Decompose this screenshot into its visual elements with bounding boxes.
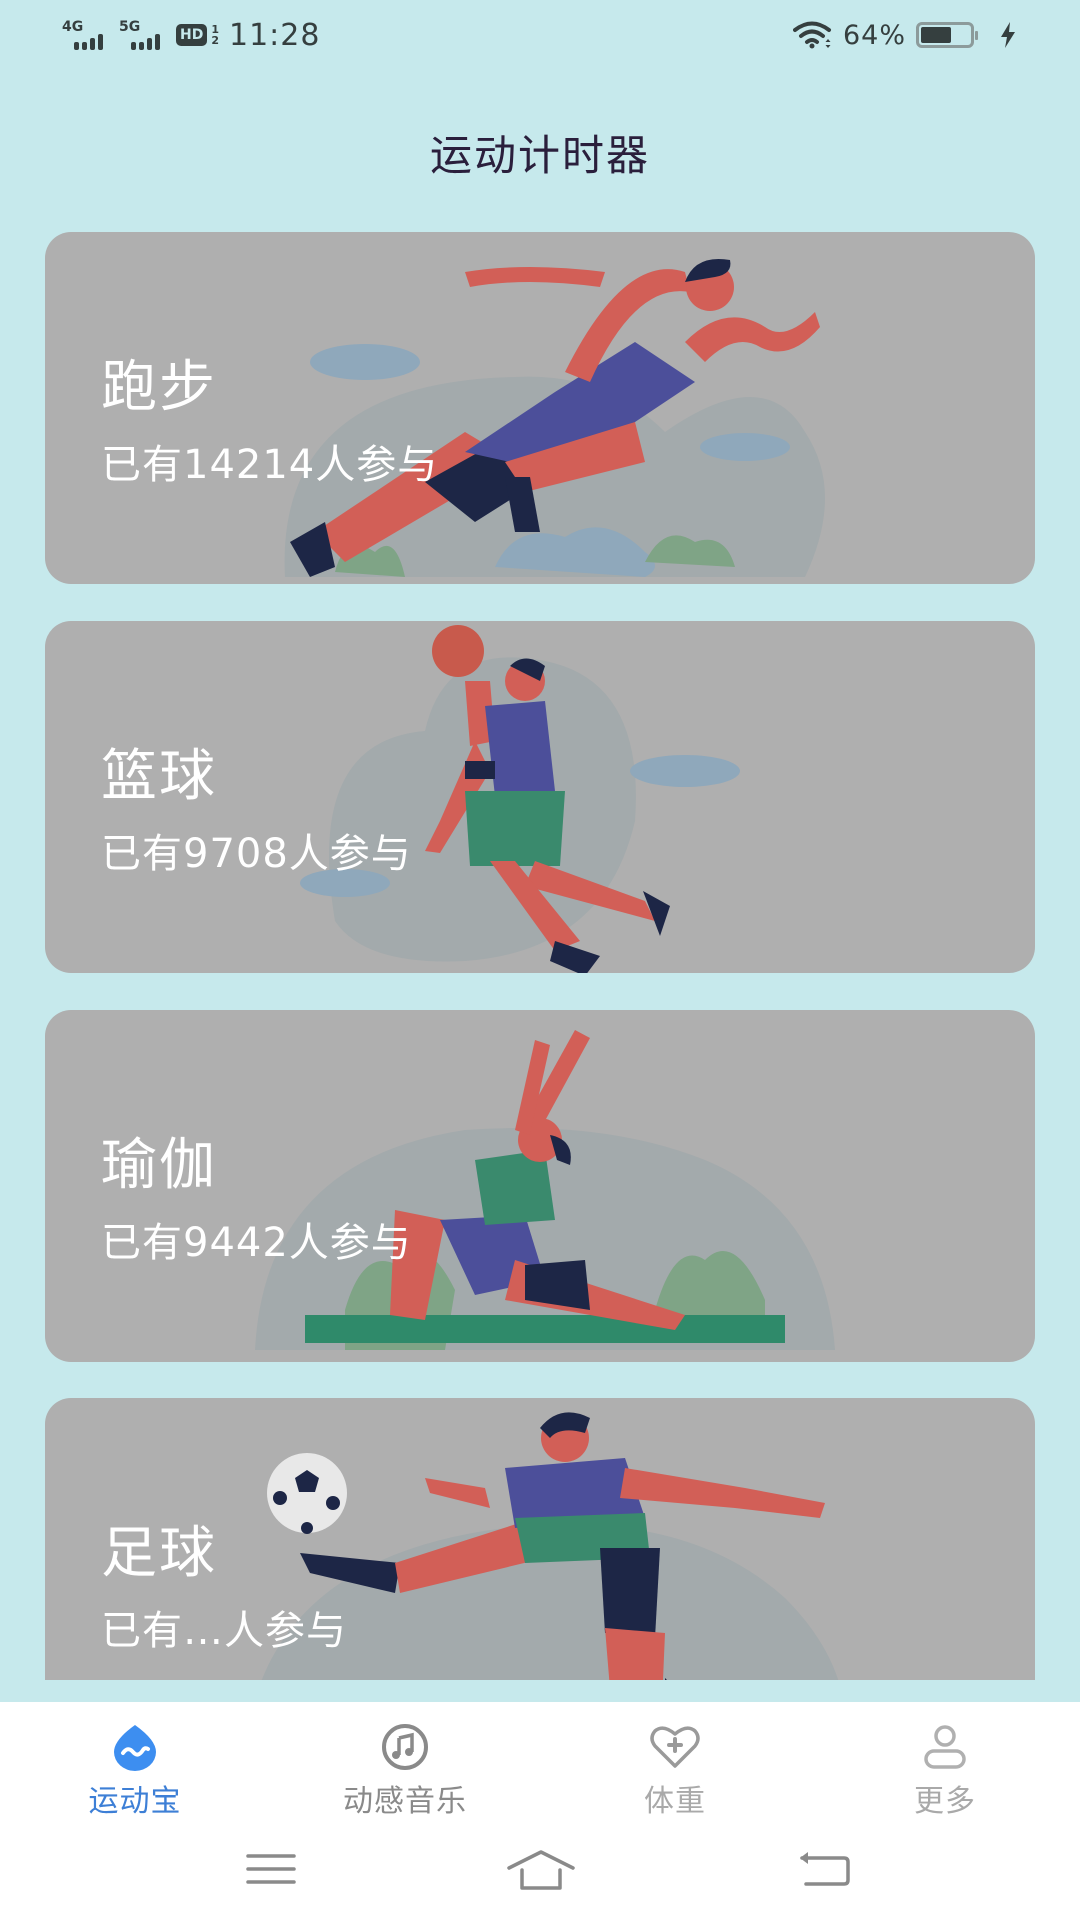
heart-plus-icon [648, 1722, 702, 1772]
nav-item-sport[interactable]: 运动宝 [0, 1702, 270, 1820]
card-participants: 已有14214人参与 [101, 442, 439, 488]
sport-card-basketball[interactable]: 篮球 已有9708人参与 [45, 621, 1035, 973]
signal-5g-icon: 5G [119, 20, 160, 50]
battery-icon [916, 22, 978, 48]
sport-drop-icon [108, 1722, 162, 1772]
status-bar-right: 64% [792, 19, 1018, 51]
hd-sub-top: 1 [211, 23, 219, 36]
wifi-icon [792, 21, 831, 49]
user-icon [918, 1722, 972, 1772]
sport-card-yoga[interactable]: 瑜伽 已有9442人参与 [45, 1010, 1035, 1362]
yoga-pose-illustration [255, 1030, 835, 1350]
sport-card-soccer[interactable]: 足球 已有…人参与 [45, 1398, 1035, 1680]
sport-card-running[interactable]: 跑步 已有14214人参与 [45, 232, 1035, 584]
soccer-player-illustration [261, 1412, 839, 1680]
signal-4g-icon: 4G [62, 20, 103, 50]
card-title: 跑步 [101, 355, 217, 420]
battery-percent: 64% [842, 19, 906, 51]
network-type-2: 5G [119, 19, 141, 35]
hd-sim-indicator: 1 2 [211, 24, 219, 46]
card-title: 瑜伽 [101, 1133, 217, 1198]
nav-label: 运动宝 [88, 1784, 182, 1819]
system-nav-bar [0, 1820, 1080, 1920]
network-type-1: 4G [62, 19, 84, 35]
nav-label: 更多 [914, 1784, 976, 1819]
clock: 11:28 [229, 17, 321, 53]
hd-sub-bottom: 2 [211, 34, 219, 47]
runner-illustration [284, 258, 826, 577]
status-bar-left: 4G 5G HD 1 2 11:28 [62, 18, 320, 53]
card-participants: 已有…人参与 [101, 1608, 347, 1654]
bottom-nav: 运动宝 动感音乐 体重 更多 [0, 1702, 1080, 1820]
status-bar: 4G 5G HD 1 2 11:28 64% [0, 0, 1080, 70]
basketball-player-illustration [300, 625, 740, 973]
music-note-icon [378, 1722, 432, 1772]
sport-card-list[interactable]: 跑步 已有14214人参与 篮球 已有9708人参与 [45, 232, 1035, 1680]
card-participants: 已有9442人参与 [101, 1220, 412, 1266]
card-participants: 已有9708人参与 [101, 831, 412, 877]
nav-label: 动感音乐 [343, 1784, 467, 1819]
card-title: 足球 [101, 1521, 217, 1586]
hd-voice-icon: HD [176, 24, 208, 46]
nav-item-music[interactable]: 动感音乐 [270, 1702, 540, 1820]
card-title: 篮球 [101, 744, 217, 809]
back-icon[interactable] [796, 1850, 852, 1890]
nav-item-more[interactable]: 更多 [810, 1702, 1080, 1820]
charging-bolt-icon [1001, 22, 1015, 48]
page-title: 运动计时器 [429, 131, 650, 180]
nav-item-weight[interactable]: 体重 [540, 1702, 810, 1820]
home-icon[interactable] [506, 1850, 576, 1894]
nav-label: 体重 [644, 1784, 706, 1819]
menu-icon[interactable] [244, 1850, 298, 1890]
